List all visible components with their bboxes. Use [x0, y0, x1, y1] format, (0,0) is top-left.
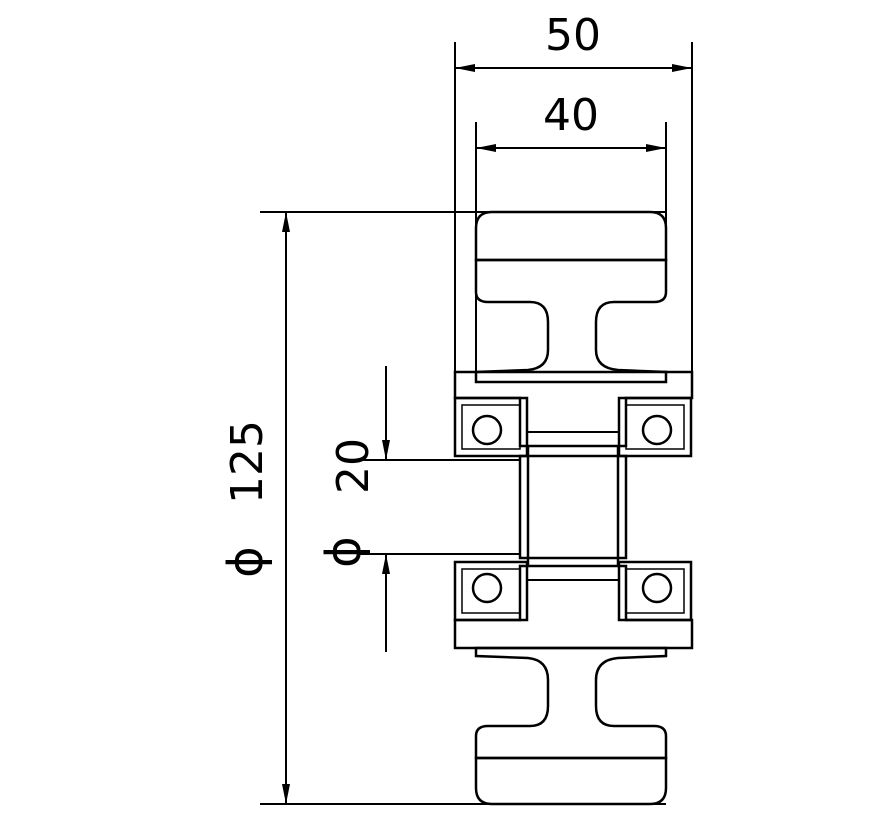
tread-width-value: 40	[543, 90, 599, 141]
bore-diameter-value: 20	[328, 438, 379, 494]
dimension-bore-diameter: 20 ϕ	[316, 366, 390, 652]
wheel-rim	[453, 258, 694, 760]
outer-diameter-value: 125	[222, 420, 273, 504]
dimension-outer-diameter: 125 ϕ	[218, 212, 290, 804]
bore	[518, 445, 628, 567]
dimension-tread-width: 40	[476, 90, 666, 152]
spacer-sleeve	[526, 431, 620, 581]
dimension-overall-width: 50	[455, 10, 692, 72]
outer-diameter-symbol: ϕ	[218, 546, 274, 578]
bearing-top-left	[453, 396, 529, 458]
bore-diameter-symbol: ϕ	[316, 536, 372, 568]
overall-width-value: 50	[545, 10, 601, 61]
bearing-bottom-left	[453, 560, 529, 622]
bearing-bottom-right	[617, 560, 693, 622]
bearing-top-right	[617, 396, 693, 458]
